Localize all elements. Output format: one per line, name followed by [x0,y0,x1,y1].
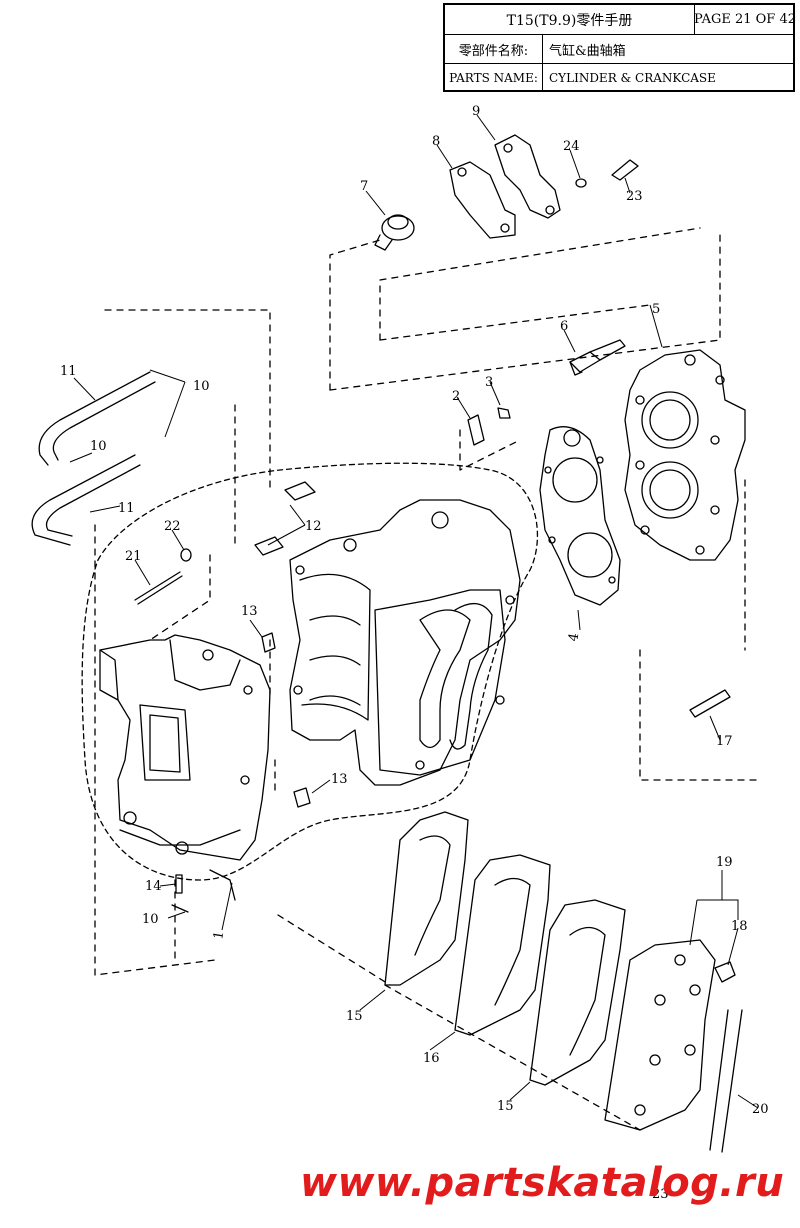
parts-name-en: CYLINDER & CRANKCASE [549,71,716,85]
page-number: PAGE 21 OF 42 [694,12,796,27]
callout-3: 3 [485,375,493,390]
cylinder-head-part [624,349,746,561]
callout-16: 16 [423,1051,440,1066]
callout-11-lower: 11 [118,501,135,516]
fitting-part [254,481,316,556]
hose-upper-part [38,371,156,466]
callout-6: 6 [560,319,568,334]
parts-name-en-label: PARTS NAME: [445,64,543,92]
exhaust-cover-part [604,939,716,1131]
callout-22: 22 [164,519,181,534]
title-block: T15(T9.9)零件手册 PAGE 21 OF 42 零部件名称: 气缸&曲轴… [443,3,796,92]
hose-lower-part [31,454,141,546]
parts-name-cn-label: 零部件名称: [445,35,543,63]
exhaust-gasket-rear [529,899,626,1086]
callout-14: 14 [145,879,162,894]
callout-9: 9 [472,104,480,119]
callout-20: 20 [752,1102,769,1117]
callout-8: 8 [432,134,440,149]
title-row: T15(T9.9)零件手册 PAGE 21 OF 42 [445,5,796,35]
callout-10-upper: 10 [193,379,210,394]
parts-name-cn: 气缸&曲轴箱 [549,43,626,59]
callout-13-upper: 13 [241,604,258,619]
parts-name-en-row: PARTS NAME: CYLINDER & CRANKCASE [445,64,793,92]
head-gasket-part [539,426,621,606]
spark-plug-part [569,339,626,376]
callout-13-lower: 13 [331,772,348,787]
callout-23-top: 23 [626,189,643,204]
exhaust-gasket-front [384,811,469,986]
callout-10-left: 10 [90,439,107,454]
callout-2: 2 [452,389,460,404]
thermostat-gasket-part [449,161,516,239]
callout-4: 4 [566,632,582,643]
crankcase-part [99,634,271,901]
callout-21: 21 [125,549,142,564]
callout-labels: 1 2 3 4 5 6 7 8 9 10 10 10 11 11 12 13 1… [60,104,769,1202]
thermostat-part [374,214,415,251]
callout-5: 5 [652,302,660,317]
thermostat-cover-part [494,134,561,219]
cover-bolt-part [575,159,639,188]
leader-lines [69,114,759,1109]
watermark-text: www.partskatalog.ru [300,1160,785,1206]
manual-title: T15(T9.9)零件手册 [445,5,695,34]
callout-1: 1 [211,930,227,941]
parts-name-cn-row: 零部件名称: 气缸&曲轴箱 [445,35,793,64]
callout-17: 17 [716,734,733,749]
callout-15-right: 15 [497,1099,514,1114]
cover-fitting-part [714,961,736,983]
water-hose-part [709,1009,743,1153]
callout-24: 24 [563,139,580,154]
callout-7: 7 [360,179,368,194]
exhaust-plate [454,854,551,1036]
alignment-lines [94,227,761,1131]
bracket-part [467,407,511,446]
callout-12: 12 [305,519,322,534]
callout-19: 19 [716,855,733,870]
callout-18: 18 [731,919,748,934]
cylinder-block-part [289,499,521,786]
callout-10-bottom: 10 [142,912,159,927]
callout-11-upper: 11 [60,364,77,379]
crankcase-assembly-boundary [81,462,539,881]
dowel-part [261,632,311,808]
long-bolt-part [134,548,192,605]
callout-23-bottom: 23 [652,1187,669,1202]
head-bolt-part [689,689,731,718]
callout-15-left: 15 [346,1009,363,1024]
